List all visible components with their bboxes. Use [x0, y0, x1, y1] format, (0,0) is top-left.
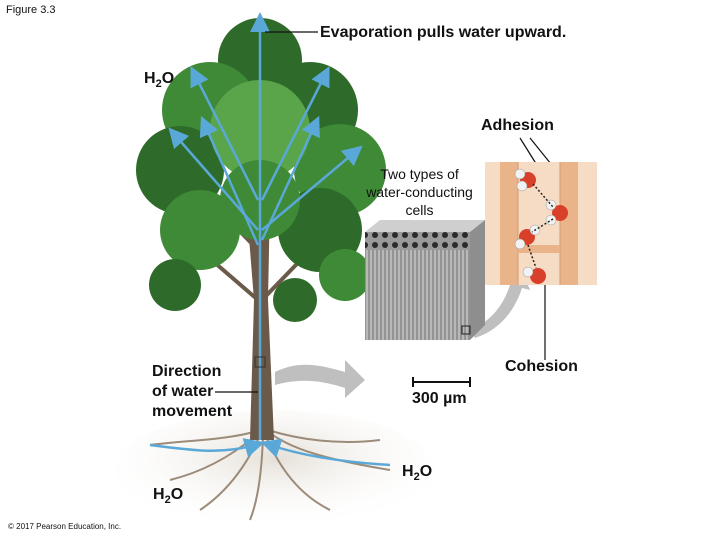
xylem-micrograph [365, 220, 485, 340]
water-molecule [522, 266, 546, 284]
scale-bar-label: 300 µm [412, 390, 467, 407]
two-types-label: Two types of water-conducting cells [366, 166, 473, 218]
water-molecule [514, 224, 541, 250]
h2o-bottom-left-label: H2O [153, 486, 184, 507]
scale-bar [412, 377, 471, 387]
figure-label: Figure 3.3 [6, 4, 56, 16]
cohesion-label: Cohesion [505, 358, 578, 375]
trunk-inset-box [254, 356, 266, 368]
big-arrow-to-micrograph [275, 360, 365, 398]
h2o-top-label: H2O [144, 70, 175, 91]
water-flow-arrows [149, 12, 391, 467]
adhesion-label: Adhesion [481, 117, 554, 134]
water-molecules [514, 168, 568, 284]
copyright-text: © 2017 Pearson Education, Inc. [8, 522, 122, 531]
water-molecule [514, 168, 536, 192]
evaporation-label: Evaporation pulls water upward. [320, 24, 567, 41]
conducting-cells [485, 162, 597, 285]
direction-label: Direction of water movement [152, 363, 233, 420]
h2o-bottom-right-label: H2O [402, 463, 433, 484]
